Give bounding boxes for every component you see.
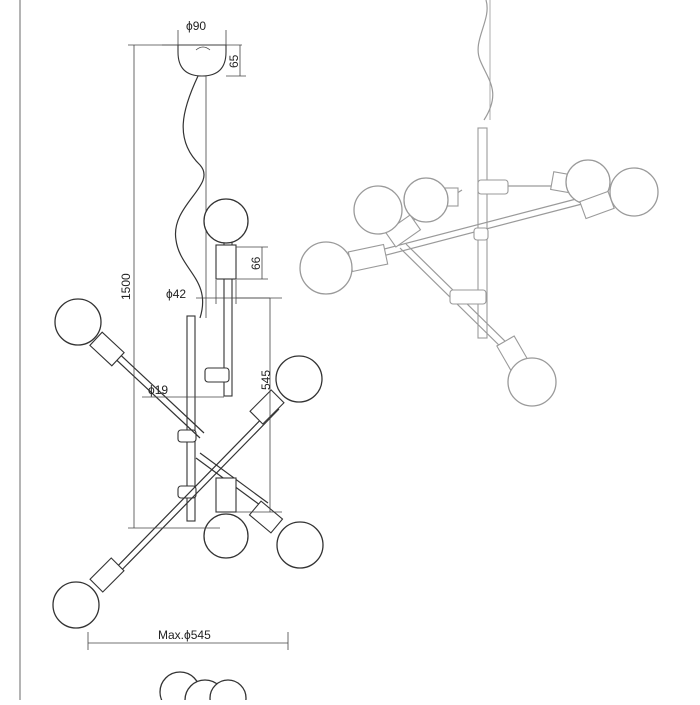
dimension-lines: ϕ90 65 1500 66 ϕ42 545 ϕ19 Max.ϕ545 xyxy=(87,19,289,650)
socket-diameter-label: ϕ42 xyxy=(166,287,186,301)
socket-upper-left xyxy=(89,331,125,367)
perspective-bulb-back xyxy=(403,177,449,223)
canopy-diameter-label: ϕ90 xyxy=(186,19,206,33)
perspective-bulb-upper-left xyxy=(353,185,403,235)
perspective-cable xyxy=(477,0,494,121)
tube-diameter-label: ϕ19 xyxy=(148,383,168,397)
suspension-cable xyxy=(175,75,205,319)
canopy-height-label: 65 xyxy=(227,54,241,68)
socket-lower-center xyxy=(215,477,237,513)
central-tube-left xyxy=(186,315,196,522)
bottom-view-partial xyxy=(159,671,247,705)
bulb-upper-left xyxy=(54,298,102,346)
bulb-lower-center xyxy=(203,513,249,559)
perspective-bulb-far-right xyxy=(609,167,659,217)
tube-joint-lower xyxy=(177,485,197,499)
canopy-hook xyxy=(195,46,211,51)
arm-diagonal-long xyxy=(105,404,276,579)
socket-height-label: 66 xyxy=(249,256,263,270)
bulb-lower-left xyxy=(52,581,100,629)
bulb-lower-right xyxy=(276,521,324,569)
total-height-label: 1500 xyxy=(119,273,133,300)
arm-spread-label: 545 xyxy=(259,370,273,390)
socket-lower-right xyxy=(248,500,284,534)
tube-joint-upper xyxy=(204,367,230,383)
perspective-bulb-left xyxy=(299,241,353,295)
perspective-bulb-bottom xyxy=(507,357,557,407)
ceiling-canopy xyxy=(177,44,227,77)
tube-joint-middle xyxy=(177,429,197,443)
arm-upper-left xyxy=(107,351,201,439)
perspective-view xyxy=(299,0,659,407)
front-elevation-view xyxy=(52,44,324,629)
socket-lower-left xyxy=(89,557,125,593)
bulb-right-upper xyxy=(275,355,323,403)
socket-top xyxy=(215,244,237,280)
bulb-top xyxy=(203,198,249,244)
socket-right-upper xyxy=(249,389,285,425)
max-diameter-label: Max.ϕ545 xyxy=(158,628,211,642)
